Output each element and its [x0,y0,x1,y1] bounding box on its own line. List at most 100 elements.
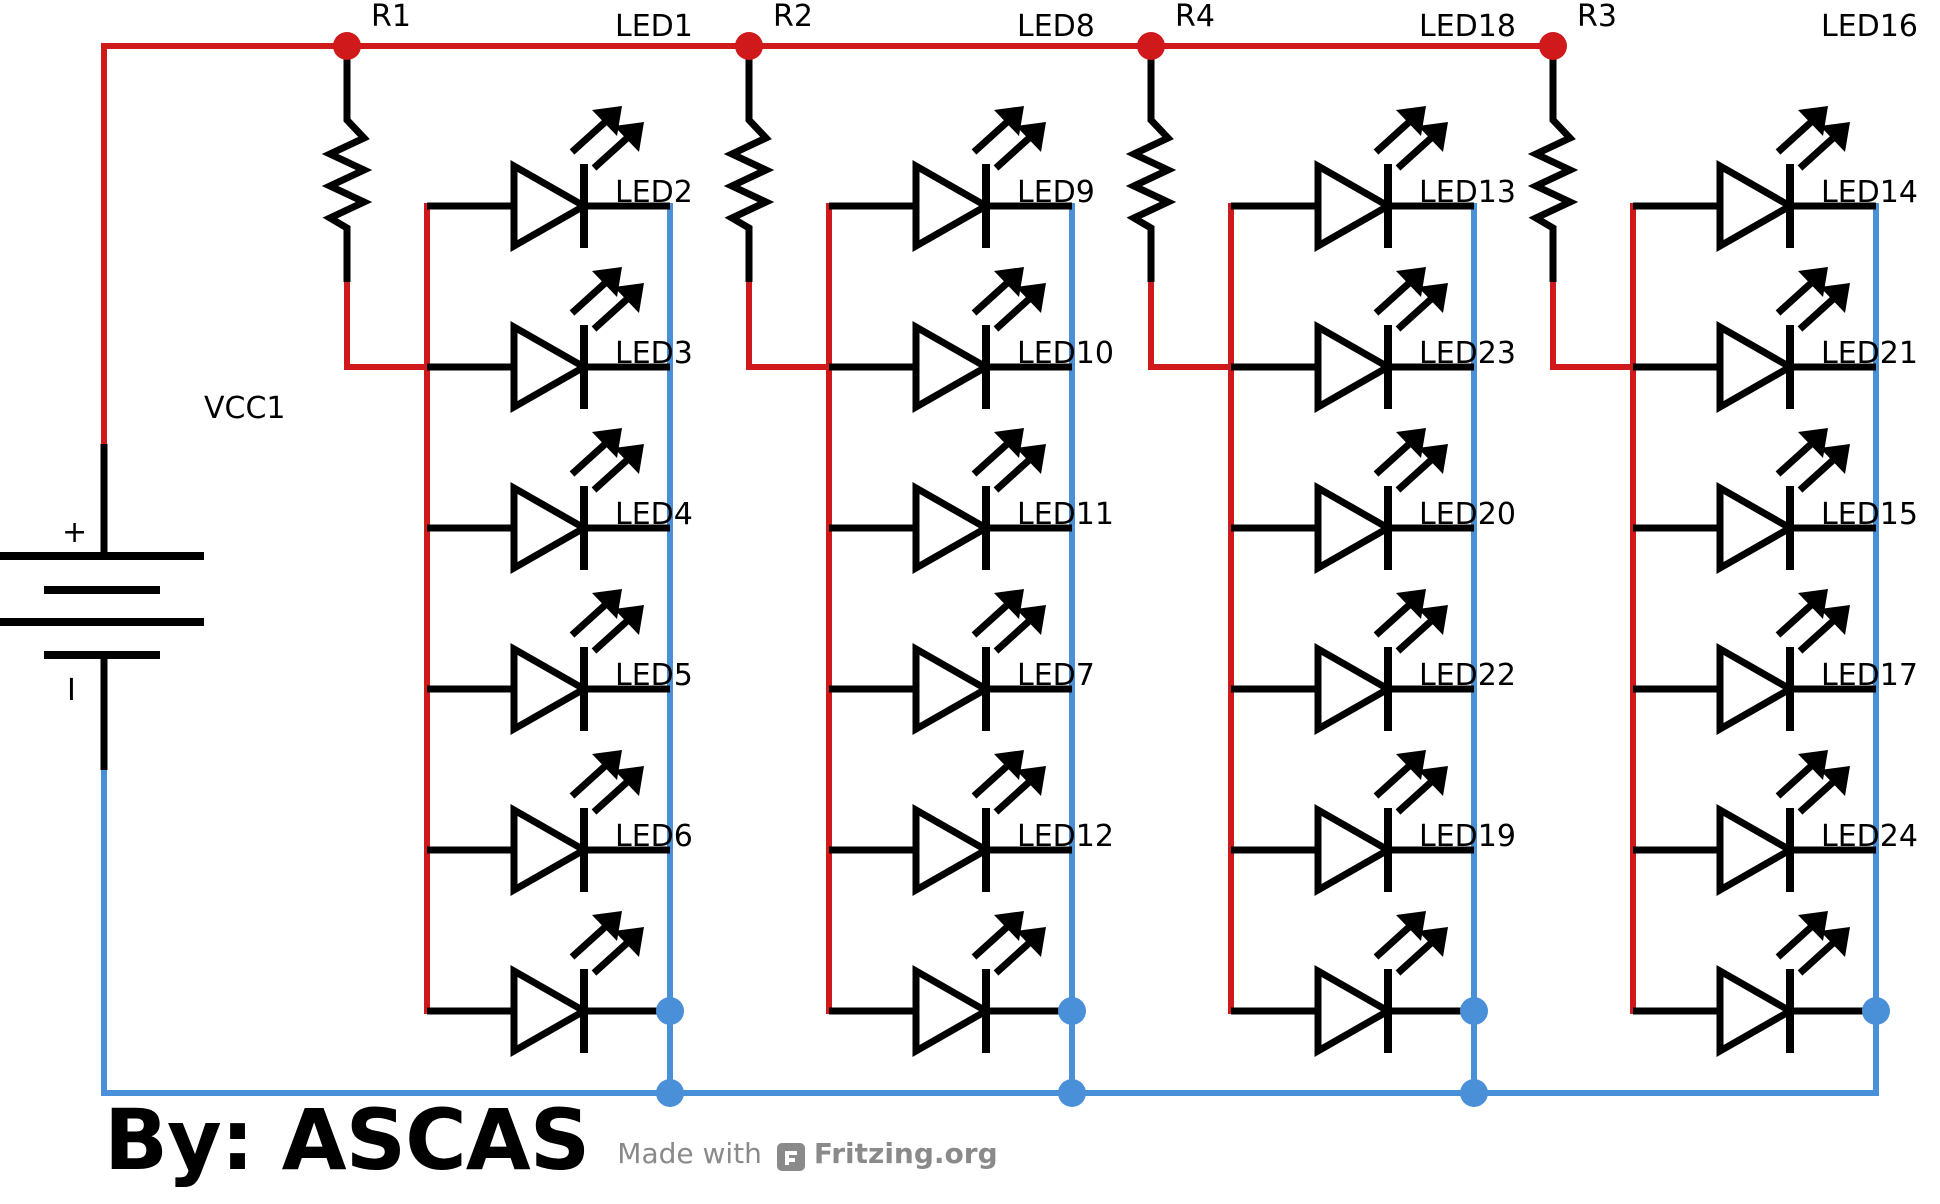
credit-line: By: ASCAS Made with Fritzing.org [104,1098,998,1182]
led-symbol-1-1-arrowhead-1 [592,106,622,136]
resistor-label-r3: R3 [1577,0,1617,34]
led-symbol-4-4-triangle [1716,642,1798,736]
led-symbol-4-6-arrowhead-2 [1820,927,1850,957]
led-symbol-1-5-arrowhead-1 [592,750,622,780]
resistor-r1 [321,46,373,282]
led-symbol-3-1 [1314,106,1448,253]
led-symbol-3-4-arrowhead-1 [1396,589,1426,619]
led-symbol-3-3-triangle [1314,481,1396,575]
led-symbol-3-2 [1314,267,1448,414]
led-symbol-3-2-arrowhead-1 [1396,267,1426,297]
led-symbol-4-6-triangle [1716,964,1798,1058]
led-symbol-2-2-arrowhead-1 [994,267,1024,297]
led-label-led10: LED10 [1017,336,1114,371]
led-symbol-1-4-arrowhead-2 [614,605,644,635]
led-symbol-1-3 [510,428,644,575]
led-symbol-1-3-arrowhead-2 [614,444,644,474]
led-symbol-1-5-arrowhead-2 [614,766,644,796]
led-symbol-3-4 [1314,589,1448,736]
led-symbol-4-4-arrowhead-1 [1798,589,1828,619]
led-symbol-4-4-arrowhead-2 [1820,605,1850,635]
led-symbol-4-6 [1716,911,1850,1058]
led-symbol-2-1 [912,106,1046,253]
led-symbol-1-6-arrowhead-2 [614,927,644,957]
led-symbol-3-4-triangle [1314,642,1396,736]
led-symbol-1-4-arrowhead-1 [592,589,622,619]
led-symbol-1-2-arrowhead-1 [592,267,622,297]
led-label-led13: LED13 [1419,175,1516,210]
led-symbol-4-1-arrowhead-2 [1820,122,1850,152]
junction-row6-3 [1460,997,1488,1025]
junction-bottom-1 [656,1079,684,1107]
led-symbol-1-2 [510,267,644,414]
led-symbol-3-6-triangle [1314,964,1396,1058]
led-symbol-2-5-triangle [912,803,994,897]
vcc-wire [101,43,350,447]
led-symbol-2-1-arrowhead-1 [994,106,1024,136]
led-symbol-4-5-arrowhead-1 [1798,750,1828,780]
fritzing-link[interactable]: Fritzing.org [813,1137,998,1170]
led-symbol-2-5 [912,750,1046,897]
resistor-label-r2: R2 [773,0,813,34]
led-symbol-4-1 [1716,106,1850,253]
led-symbol-4-2-arrowhead-1 [1798,267,1828,297]
resistor-feed-4 [1550,279,1636,370]
led-symbol-1-5 [510,750,644,897]
led-label-led11: LED11 [1017,497,1114,532]
vcc-label: VCC1 [204,391,286,426]
led-symbol-1-1-arrowhead-2 [614,122,644,152]
led-symbol-4-3-arrowhead-1 [1798,428,1828,458]
led-symbol-2-4-arrowhead-2 [1016,605,1046,635]
battery-plus-sign: + [62,515,87,550]
led-symbol-1-6-triangle [510,964,592,1058]
led-symbol-3-1-arrowhead-1 [1396,106,1426,136]
led-symbol-2-5-arrowhead-1 [994,750,1024,780]
junction-row6-4 [1862,997,1890,1025]
led-label-led19: LED19 [1419,819,1516,854]
ground-return-wire [101,767,673,1096]
led-symbol-2-3 [912,428,1046,575]
led-symbol-1-1 [510,106,644,253]
led-symbol-3-3 [1314,428,1448,575]
led-symbol-2-6-arrowhead-1 [994,911,1024,941]
ground-wires [101,203,1879,1096]
components [0,46,1876,1058]
resistor-feed-1 [344,279,430,370]
led-symbol-3-5 [1314,750,1448,897]
led-symbol-2-4-triangle [912,642,994,736]
led-symbol-4-5 [1716,750,1850,897]
led-label-led20: LED20 [1419,497,1516,532]
led-label-led17: LED17 [1821,658,1918,693]
led-symbol-4-6-arrowhead-1 [1798,911,1828,941]
led-symbol-2-4 [912,589,1046,736]
led-symbol-4-5-arrowhead-2 [1820,766,1850,796]
led-symbol-4-5-triangle [1716,803,1798,897]
led-symbol-2-2-triangle [912,320,994,414]
junction-top-4 [1539,32,1567,60]
resistor-r4 [1125,46,1177,282]
led-symbol-3-5-triangle [1314,803,1396,897]
led-symbol-2-3-triangle [912,481,994,575]
led-label-led4: LED4 [615,497,693,532]
led-label-led24: LED24 [1821,819,1918,854]
led-symbol-3-1-triangle [1314,159,1396,253]
led-symbol-1-2-triangle [510,320,592,414]
led-label-led21: LED21 [1821,336,1918,371]
junctions [333,32,1890,1107]
led-label-led15: LED15 [1821,497,1918,532]
led-label-led16: LED16 [1821,9,1918,44]
led-symbol-2-5-arrowhead-2 [1016,766,1046,796]
led-symbol-2-6-arrowhead-2 [1016,927,1046,957]
resistor-r2 [723,46,775,282]
battery-minus-sign: I [67,673,76,708]
led-label-led9: LED9 [1017,175,1095,210]
resistor-label-r4: R4 [1175,0,1215,34]
led-symbol-2-3-arrowhead-2 [1016,444,1046,474]
led-label-led3: LED3 [615,336,693,371]
led-symbol-1-2-arrowhead-2 [614,283,644,313]
junction-top-3 [1137,32,1165,60]
led-label-led8: LED8 [1017,9,1095,44]
led-label-led12: LED12 [1017,819,1114,854]
resistor-feed-2 [746,279,832,370]
led-symbol-3-3-arrowhead-2 [1418,444,1448,474]
